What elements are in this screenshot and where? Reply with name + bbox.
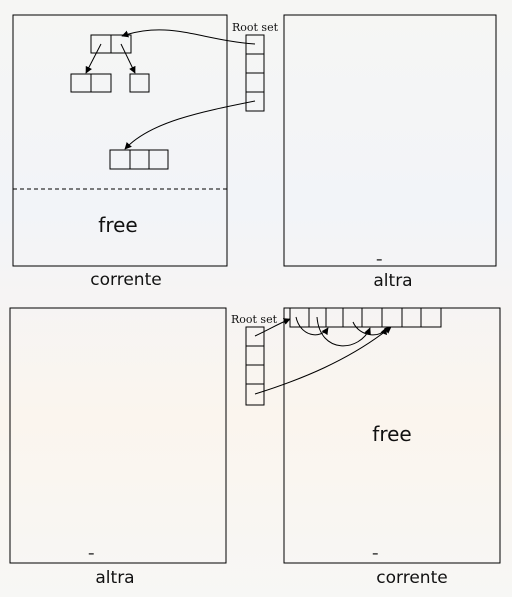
copied-cell-4 [342,307,363,328]
pointer-root-to-child-b [120,43,136,74]
object-child-a-cell-1 [70,73,92,93]
bottom-root-pointer-1 [254,318,291,337]
bottom-root-slot-1 [245,326,265,347]
root-slot-1 [245,34,265,55]
top-other-semispace [283,14,497,267]
bottom-other-overbar: ¯ [87,551,96,571]
forward-pointer-2 [316,316,371,347]
object-c-cell-2 [129,149,150,170]
bottom-copied-objects [289,307,442,328]
root-slot-2 [245,53,265,74]
bottom-other-semispace [9,307,227,564]
object-child-a-cell-2 [90,73,112,93]
top-other-overbar: ¯ [375,257,384,277]
object-c-cell-3 [148,149,169,170]
top-current-label: corrente [90,270,161,290]
bottom-current-overbar: ¯ [371,551,380,571]
bottom-root-set-label: Root set [231,313,278,326]
root-slot-3 [245,72,265,93]
top-root-set [245,34,265,112]
forward-pointer-1 [295,316,329,336]
pointer-root-to-child-a [85,43,102,74]
copied-cell-8 [420,307,442,328]
bottom-root-slot-2 [245,345,265,366]
bottom-root-slot-3 [245,364,265,385]
bottom-root-set [245,326,265,406]
root-pointer-1 [121,29,256,45]
root-pointer-2 [124,100,256,150]
copied-cell-3 [325,307,344,328]
top-panel: free Root set co [12,14,497,291]
bottom-other-label: altra [95,568,134,588]
copied-cell-6 [381,307,403,328]
object-c-cell-1 [109,149,131,170]
bottom-current-label: corrente [376,568,447,588]
root-slot-4 [245,91,265,112]
top-current-semispace [12,14,228,267]
copied-cell-7 [401,307,422,328]
top-root-set-label: Root set [232,21,279,34]
bottom-root-pointer-2 [254,326,392,395]
bottom-panel: Root set free ¯ altra ¯ [9,307,501,588]
top-object-tree [70,34,169,170]
top-other-label: altra [373,271,412,291]
top-free-label: free [98,213,137,237]
object-root-cell-2 [110,34,132,54]
bottom-root-slot-4 [245,383,265,406]
copied-cell-5 [361,307,383,328]
copied-cell-1 [289,307,310,328]
object-child-b [129,73,150,93]
forward-pointer-3 [352,321,387,336]
bottom-free-label: free [372,422,411,446]
